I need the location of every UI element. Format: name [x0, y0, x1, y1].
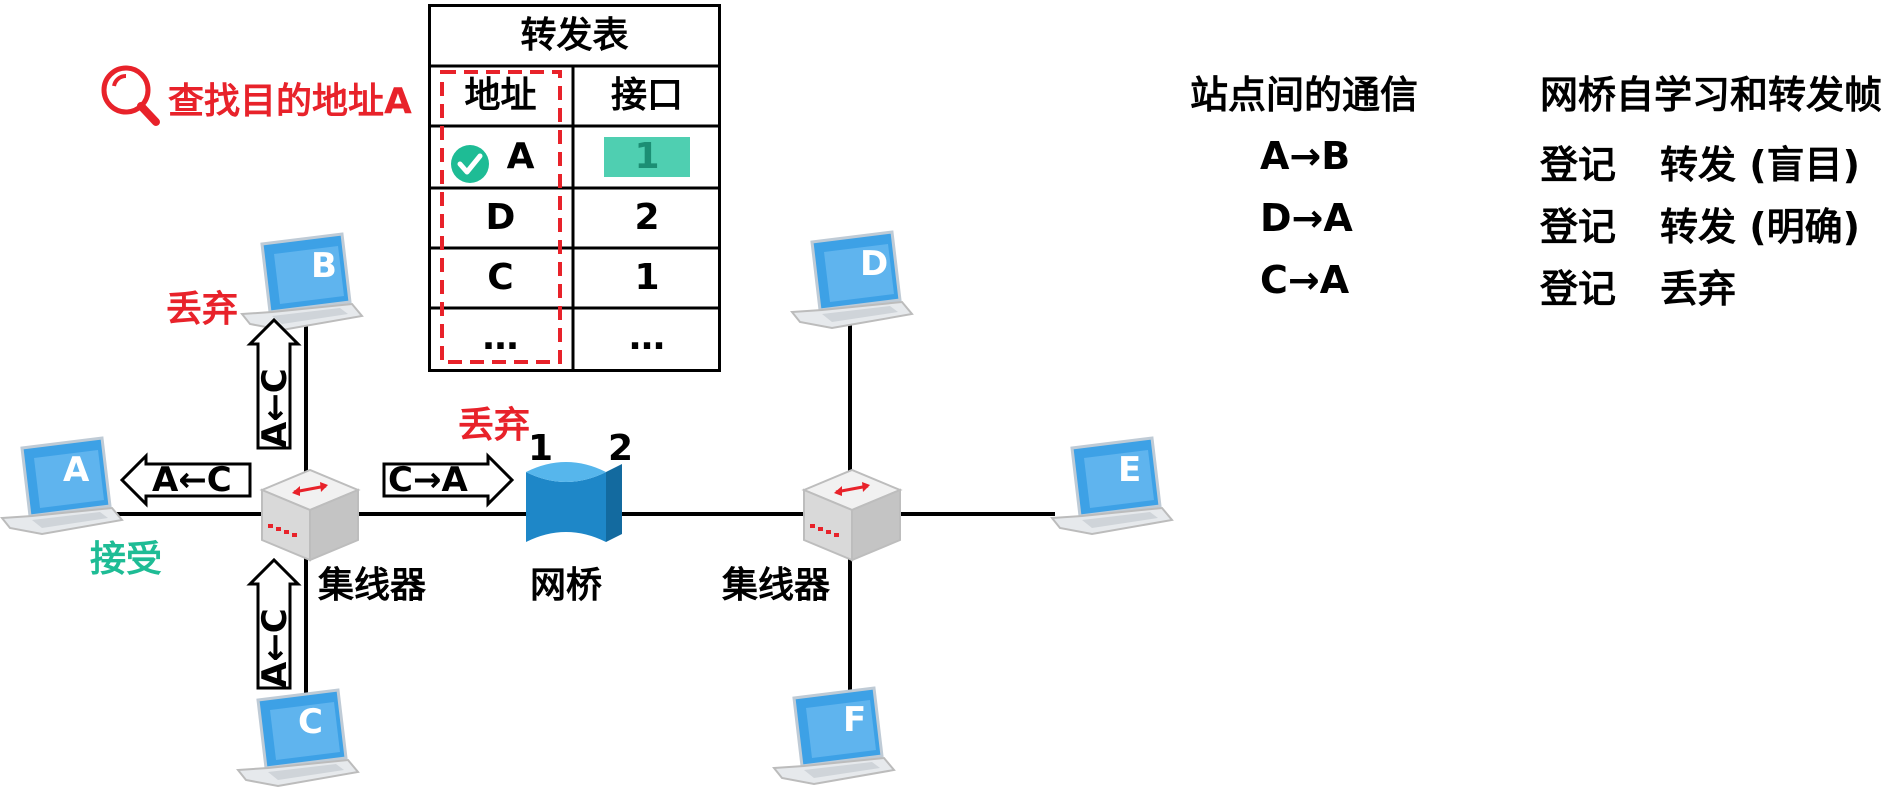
- forwarding-table: 转发表 地址 接口 A 1 D 2 C 1 … …: [428, 4, 721, 372]
- matched-port-highlight: 1: [604, 137, 690, 177]
- hub-right-icon: [801, 468, 903, 562]
- legend-comm-3: C→A: [1260, 258, 1350, 302]
- hub-right-label: 集线器: [722, 565, 831, 606]
- host-b-label: B: [311, 246, 337, 286]
- frame-arrow-to-bridge: [382, 452, 515, 508]
- check-icon: [451, 145, 489, 183]
- status-a-accept: 接受: [90, 539, 163, 580]
- legend-action1-3: 登记: [1540, 267, 1617, 311]
- status-bridge-drop: 丢弃: [458, 405, 531, 446]
- laptop-e-icon: [1050, 436, 1174, 536]
- hub-left-icon: [259, 468, 361, 562]
- host-a-label: A: [63, 450, 90, 490]
- frame-arrow-to-a: [119, 452, 252, 508]
- bridge-port2-label: 2: [608, 428, 634, 469]
- table-header-port: 接口: [610, 75, 683, 116]
- laptop-a-icon: [0, 436, 124, 536]
- legend-col2-title: 网桥自学习和转发帧: [1540, 73, 1883, 117]
- frame-label-to-b: A←C: [255, 368, 295, 448]
- table-grid: [428, 4, 721, 372]
- legend-col1-title: 站点间的通信: [1190, 73, 1419, 117]
- host-f-label: F: [843, 700, 867, 740]
- legend-action2-1: 转发 (盲目): [1660, 143, 1860, 187]
- frame-arrow-to-b: [246, 317, 302, 450]
- legend-comm-2: D→A: [1260, 196, 1353, 240]
- legend-action1-2: 登记: [1540, 205, 1617, 249]
- bridge-icon: [526, 462, 622, 542]
- frame-label-to-bridge: C→A: [388, 460, 468, 500]
- magnifier-icon: [101, 65, 160, 126]
- bridge-label: 网桥: [530, 565, 603, 606]
- laptop-b-icon: [240, 232, 364, 332]
- table-row-port: 1: [634, 257, 660, 298]
- table-row-address: C: [487, 257, 514, 298]
- legend-action2-3: 丢弃: [1660, 267, 1737, 311]
- host-c-label: C: [298, 702, 323, 742]
- laptop-d-icon: [790, 230, 914, 330]
- hub-left-label: 集线器: [318, 565, 427, 606]
- frame-arrow-to-c: [246, 557, 302, 690]
- table-row-port: 1: [573, 127, 721, 187]
- frame-label-to-a: A←C: [152, 460, 232, 500]
- table-row-port: 2: [634, 197, 660, 238]
- legend-action1-1: 登记: [1540, 143, 1617, 187]
- host-d-label: D: [860, 244, 889, 284]
- table-header-address: 地址: [464, 75, 537, 116]
- host-e-label: E: [1118, 450, 1142, 490]
- table-row-address: A: [506, 136, 535, 177]
- legend-action2-2: 转发 (明确): [1660, 205, 1860, 249]
- frame-label-to-c: A←C: [255, 608, 295, 688]
- table-title: 转发表: [520, 15, 629, 56]
- status-b-drop: 丢弃: [166, 289, 239, 330]
- table-row-address: D: [485, 197, 516, 238]
- laptop-f-icon: [772, 686, 896, 786]
- table-row-port: …: [629, 317, 665, 358]
- bridge-port1-label: 1: [528, 428, 554, 469]
- legend-comm-1: A→B: [1260, 134, 1351, 178]
- search-label: 查找目的地址A: [168, 81, 412, 122]
- table-row-address: …: [482, 317, 519, 358]
